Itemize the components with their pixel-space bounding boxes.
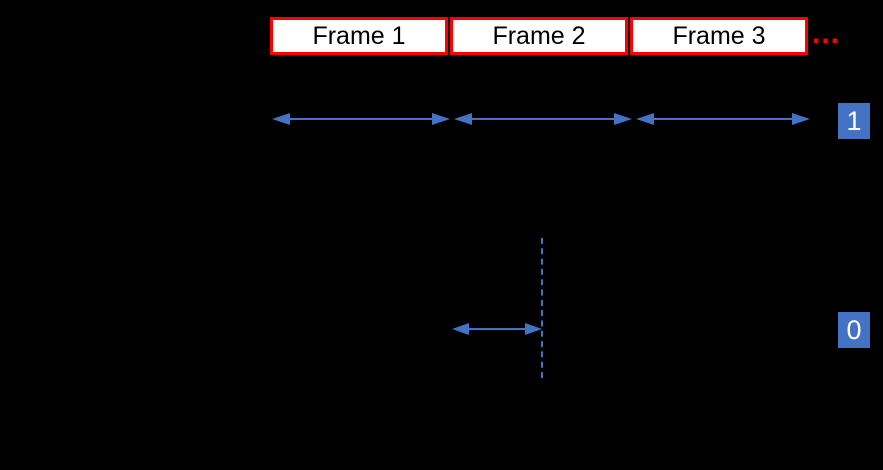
signal-low-badge: 0: [838, 312, 870, 348]
frame-sequence: Frame 1 Frame 2 Frame 3: [270, 17, 808, 55]
frame-3-label: Frame 3: [672, 21, 766, 50]
frame2-midpoint-dashed-line: [541, 238, 543, 378]
frame2-duration-arrow-icon: [454, 113, 632, 125]
half-frame-duration-arrow-icon: [452, 323, 542, 335]
frame-box-2: Frame 2: [450, 17, 628, 55]
frame-2-label: Frame 2: [492, 21, 586, 50]
frame-continuation-ellipsis: ...: [812, 17, 841, 50]
signal-high-badge: 1: [838, 103, 870, 139]
frame-1-label: Frame 1: [312, 21, 406, 50]
frame-box-1: Frame 1: [270, 17, 448, 55]
frame1-duration-arrow-icon: [272, 113, 450, 125]
frame3-duration-arrow-icon: [636, 113, 810, 125]
frame-box-3: Frame 3: [630, 17, 808, 55]
